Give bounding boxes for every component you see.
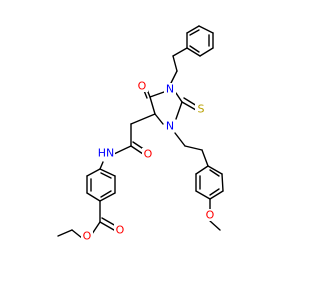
bond xyxy=(186,47,201,57)
bond xyxy=(57,229,73,237)
bond xyxy=(113,145,132,155)
bond xyxy=(172,47,188,57)
bond xyxy=(101,217,117,227)
atom-label-layer: O N S N O HN O O O xyxy=(81,80,216,243)
bond xyxy=(195,165,209,175)
atom-label-amide-oxygen: O xyxy=(144,148,153,161)
bond xyxy=(149,96,156,115)
bond xyxy=(100,190,112,198)
bond xyxy=(149,91,165,98)
bond xyxy=(100,172,112,179)
bond xyxy=(181,101,197,111)
atom-label-ester-ether-oxygen: O xyxy=(83,230,92,243)
bond xyxy=(209,190,224,200)
bond xyxy=(221,173,224,192)
bond xyxy=(199,47,214,57)
bond-layer xyxy=(57,25,224,239)
bond xyxy=(99,192,116,202)
bond xyxy=(86,168,101,177)
bond xyxy=(99,221,115,231)
bond xyxy=(130,145,144,155)
bond xyxy=(209,220,221,231)
bond xyxy=(71,229,83,239)
bond xyxy=(195,190,211,200)
atom-label-ring-nitrogen-3: N xyxy=(166,120,174,133)
bond xyxy=(91,221,101,235)
bond xyxy=(209,188,220,196)
bond xyxy=(99,161,104,170)
bond xyxy=(186,25,200,34)
bond xyxy=(201,149,209,167)
molecule-diagram: O N S N O HN O O O xyxy=(57,25,224,243)
atom-label-ring-carbonyl-oxygen: O xyxy=(138,80,147,93)
atom-label-ester-carbonyl-oxygen: O xyxy=(116,224,125,237)
bond xyxy=(207,165,223,175)
bond xyxy=(174,132,186,147)
bond xyxy=(169,70,178,86)
bond xyxy=(184,145,203,151)
bond xyxy=(175,92,183,103)
atom-label-ring-nitrogen-1: N xyxy=(166,83,174,96)
bond xyxy=(198,25,214,34)
bond xyxy=(130,113,156,125)
bond xyxy=(99,168,116,177)
bond xyxy=(154,113,164,125)
bond xyxy=(189,29,200,36)
bond xyxy=(172,55,178,72)
structure-svg: O N S N O HN O O O xyxy=(57,25,224,243)
bond xyxy=(183,97,198,107)
bond xyxy=(175,101,183,120)
bond xyxy=(189,45,200,53)
atom-label-thione-sulfur: S xyxy=(198,103,205,116)
bond xyxy=(86,192,101,202)
bond xyxy=(209,169,220,177)
atom-label-methoxy-oxygen: O xyxy=(206,209,215,222)
atom-label-amide-nh: HN xyxy=(98,147,115,160)
